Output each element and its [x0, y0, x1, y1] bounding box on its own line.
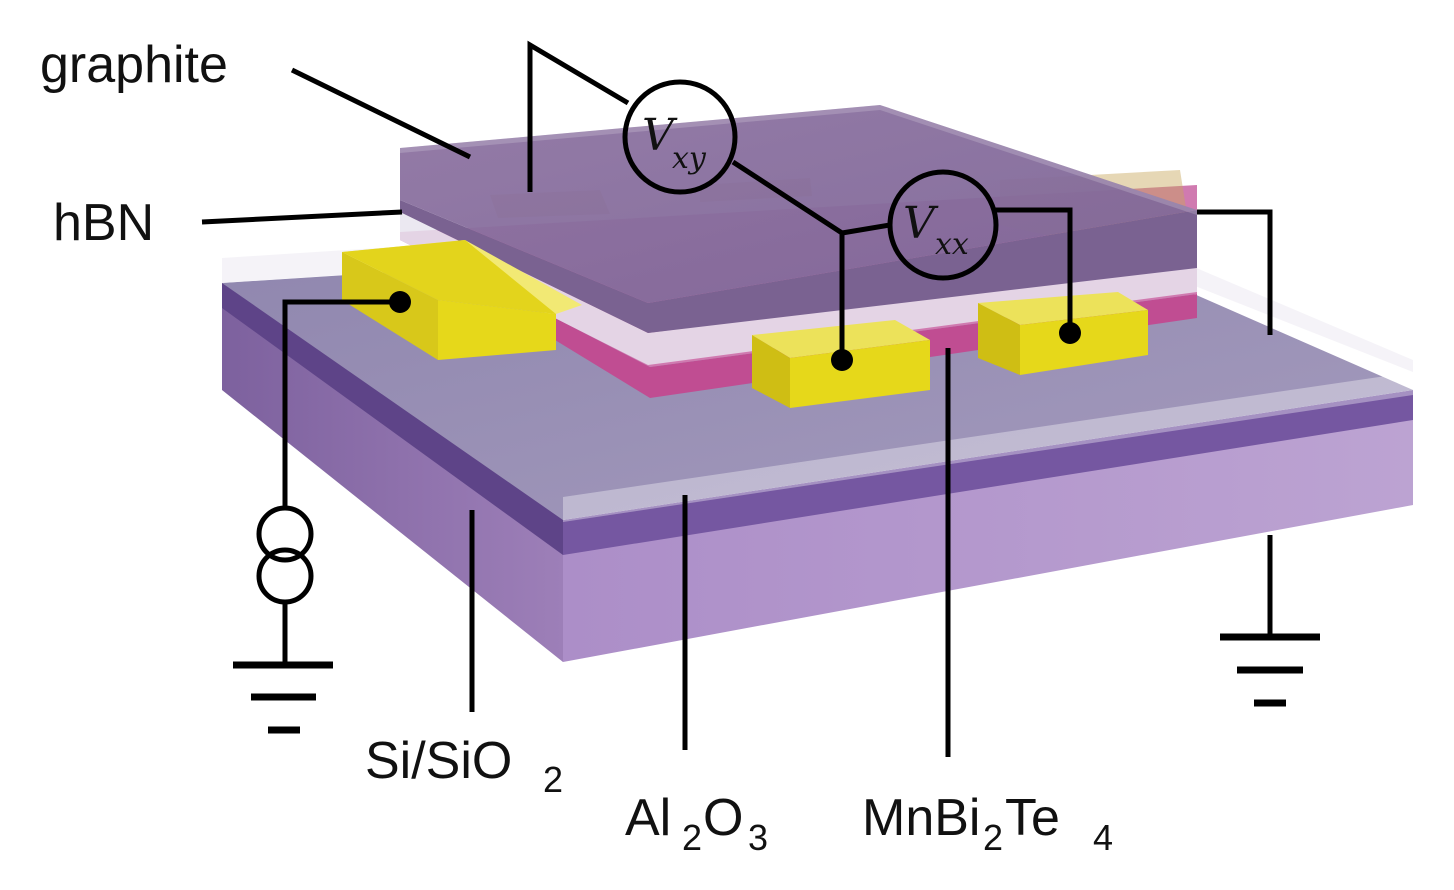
voltmeter-vxy-icon: V xy — [622, 79, 738, 195]
contact-dot-middle — [831, 349, 853, 371]
mnbi2te4-label: MnBi 2 Te 4 — [862, 789, 1113, 858]
vxy-wire-left — [527, 40, 630, 192]
al2o3-rim — [563, 372, 1413, 522]
oxide-band-left — [222, 283, 563, 555]
oxide-band-front — [563, 390, 1413, 555]
mn-label-sub2: 4 — [1093, 817, 1113, 858]
al-label-a: Al — [625, 789, 671, 847]
vxx-wire-left — [841, 222, 891, 236]
graphite-front-face — [400, 200, 1197, 333]
wiring — [201, 40, 1273, 757]
hbn-layer — [400, 212, 1197, 365]
al-label-b: O — [703, 789, 743, 847]
vxx-subscript: xx — [935, 227, 969, 262]
current-source-icon — [256, 505, 314, 605]
contact-right — [978, 292, 1148, 375]
ground-icon-right — [1220, 633, 1320, 707]
vxy-subscript: xy — [672, 141, 707, 176]
al2o3-label: Al 2 O 3 — [625, 789, 768, 858]
al-label-sub2: 3 — [748, 817, 768, 858]
substrate-left-face — [222, 283, 563, 662]
mn-label-a: MnBi — [862, 789, 980, 847]
si-sio2-label: Si/SiO 2 — [365, 732, 563, 800]
graphite-top-gloss — [400, 105, 1197, 215]
ground-icon-left — [233, 661, 333, 734]
substrate-front-face — [563, 415, 1413, 662]
graphite-label: graphite — [40, 36, 228, 94]
hbn-label: hBN — [53, 194, 154, 252]
hbn-front-face — [400, 212, 1197, 365]
vxy-symbol: V — [642, 110, 678, 161]
mn-label-b: Te — [1005, 789, 1060, 847]
contact-dot-right — [1059, 322, 1081, 344]
si-label-main: Si/SiO — [365, 732, 512, 790]
voltmeter-vxx-icon: V xx — [887, 169, 999, 281]
graphite-leader — [290, 67, 472, 160]
vxx-symbol: V — [903, 198, 939, 249]
vxx-wire-right — [995, 207, 1073, 333]
right-ground-wire — [1197, 209, 1273, 335]
si-label-sub: 2 — [543, 759, 563, 800]
source-wire — [282, 299, 400, 510]
mn-label-sub1: 2 — [983, 817, 1003, 858]
al-label-sub1: 2 — [682, 817, 702, 858]
contact-dot-left — [389, 291, 411, 313]
hbn-leader — [201, 209, 403, 225]
